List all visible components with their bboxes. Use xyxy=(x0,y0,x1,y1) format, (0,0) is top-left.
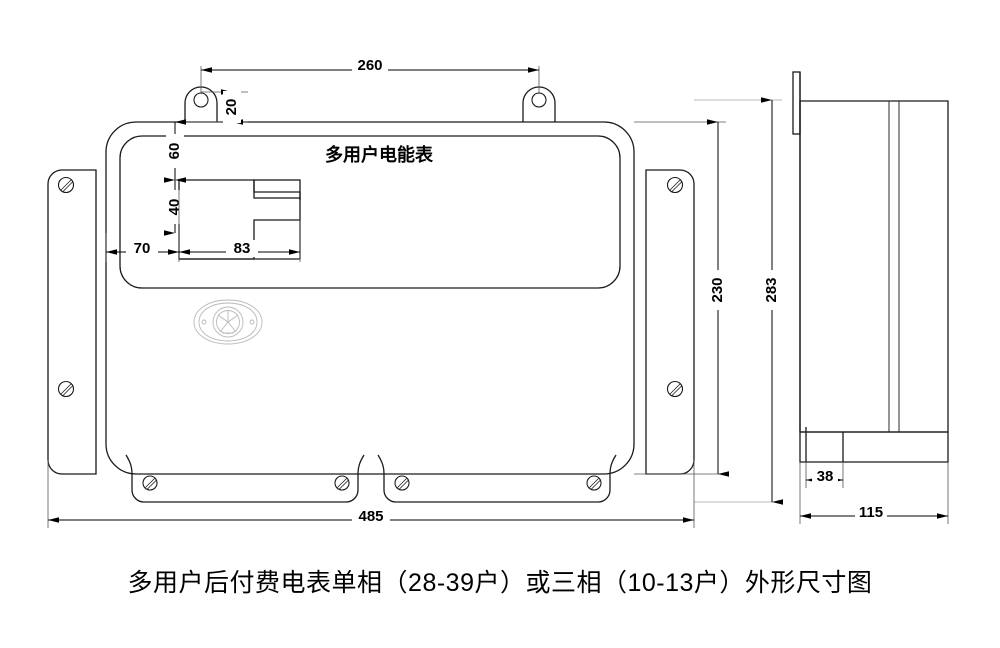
dimension-283: 283 xyxy=(694,97,783,505)
dimension-83: 83 xyxy=(179,200,301,262)
dimension-115-label: 115 xyxy=(859,504,883,521)
screw-bottom-tab-left-a xyxy=(142,475,158,491)
bottom-mounting-tab-left xyxy=(125,454,365,503)
side-bottom-step xyxy=(799,427,949,463)
dimension-485-label: 485 xyxy=(358,508,383,525)
screw-bottom-tab-right-b xyxy=(586,475,602,491)
side-view: 38 115 xyxy=(792,71,949,524)
side-body-profile xyxy=(799,100,949,433)
dimension-60-label: 60 xyxy=(166,143,183,160)
dimension-60: 60 xyxy=(164,119,186,183)
dimension-260-label: 260 xyxy=(357,57,382,74)
screw-left-bottom xyxy=(57,380,75,398)
dimension-115: 115 xyxy=(799,462,949,524)
dimension-38-label: 38 xyxy=(817,468,834,485)
screw-left-top xyxy=(57,176,75,194)
dimension-230: 230 xyxy=(634,119,729,477)
dimension-40-label: 40 xyxy=(166,199,183,216)
dimension-40: 40 xyxy=(164,177,186,236)
side-top-hook-tab xyxy=(792,71,801,135)
screw-bottom-tab-left-b xyxy=(334,475,350,491)
drawing-caption: 多用户后付费电表单相（28-39户）或三相（10-13户）外形尺寸图 xyxy=(127,569,873,597)
dimension-20: 20 xyxy=(185,89,248,125)
dimension-70-label: 70 xyxy=(134,240,151,257)
dimension-38: 38 xyxy=(805,462,844,488)
dimension-83-label: 83 xyxy=(234,240,251,257)
screw-bottom-tab-right-a xyxy=(394,475,410,491)
dimension-70: 70 xyxy=(105,190,180,262)
dimension-260: 260 xyxy=(200,57,540,94)
panel-title: 多用户电能表 xyxy=(325,144,434,165)
dimension-283-label: 283 xyxy=(763,277,780,302)
outer-shell-outline xyxy=(105,121,635,475)
dimension-230-label: 230 xyxy=(709,277,726,302)
inner-panel-outline xyxy=(119,135,621,289)
screw-right-top xyxy=(666,176,684,194)
dimension-485: 485 xyxy=(47,460,695,528)
right-mounting-flange xyxy=(645,169,695,475)
center-emblem xyxy=(193,299,263,345)
left-mounting-flange xyxy=(47,169,97,475)
screw-right-bottom xyxy=(666,380,684,398)
bottom-mounting-tab-right xyxy=(377,454,617,503)
front-view: 多用户电能表 xyxy=(47,57,783,528)
dimension-20-label: 20 xyxy=(223,99,240,116)
